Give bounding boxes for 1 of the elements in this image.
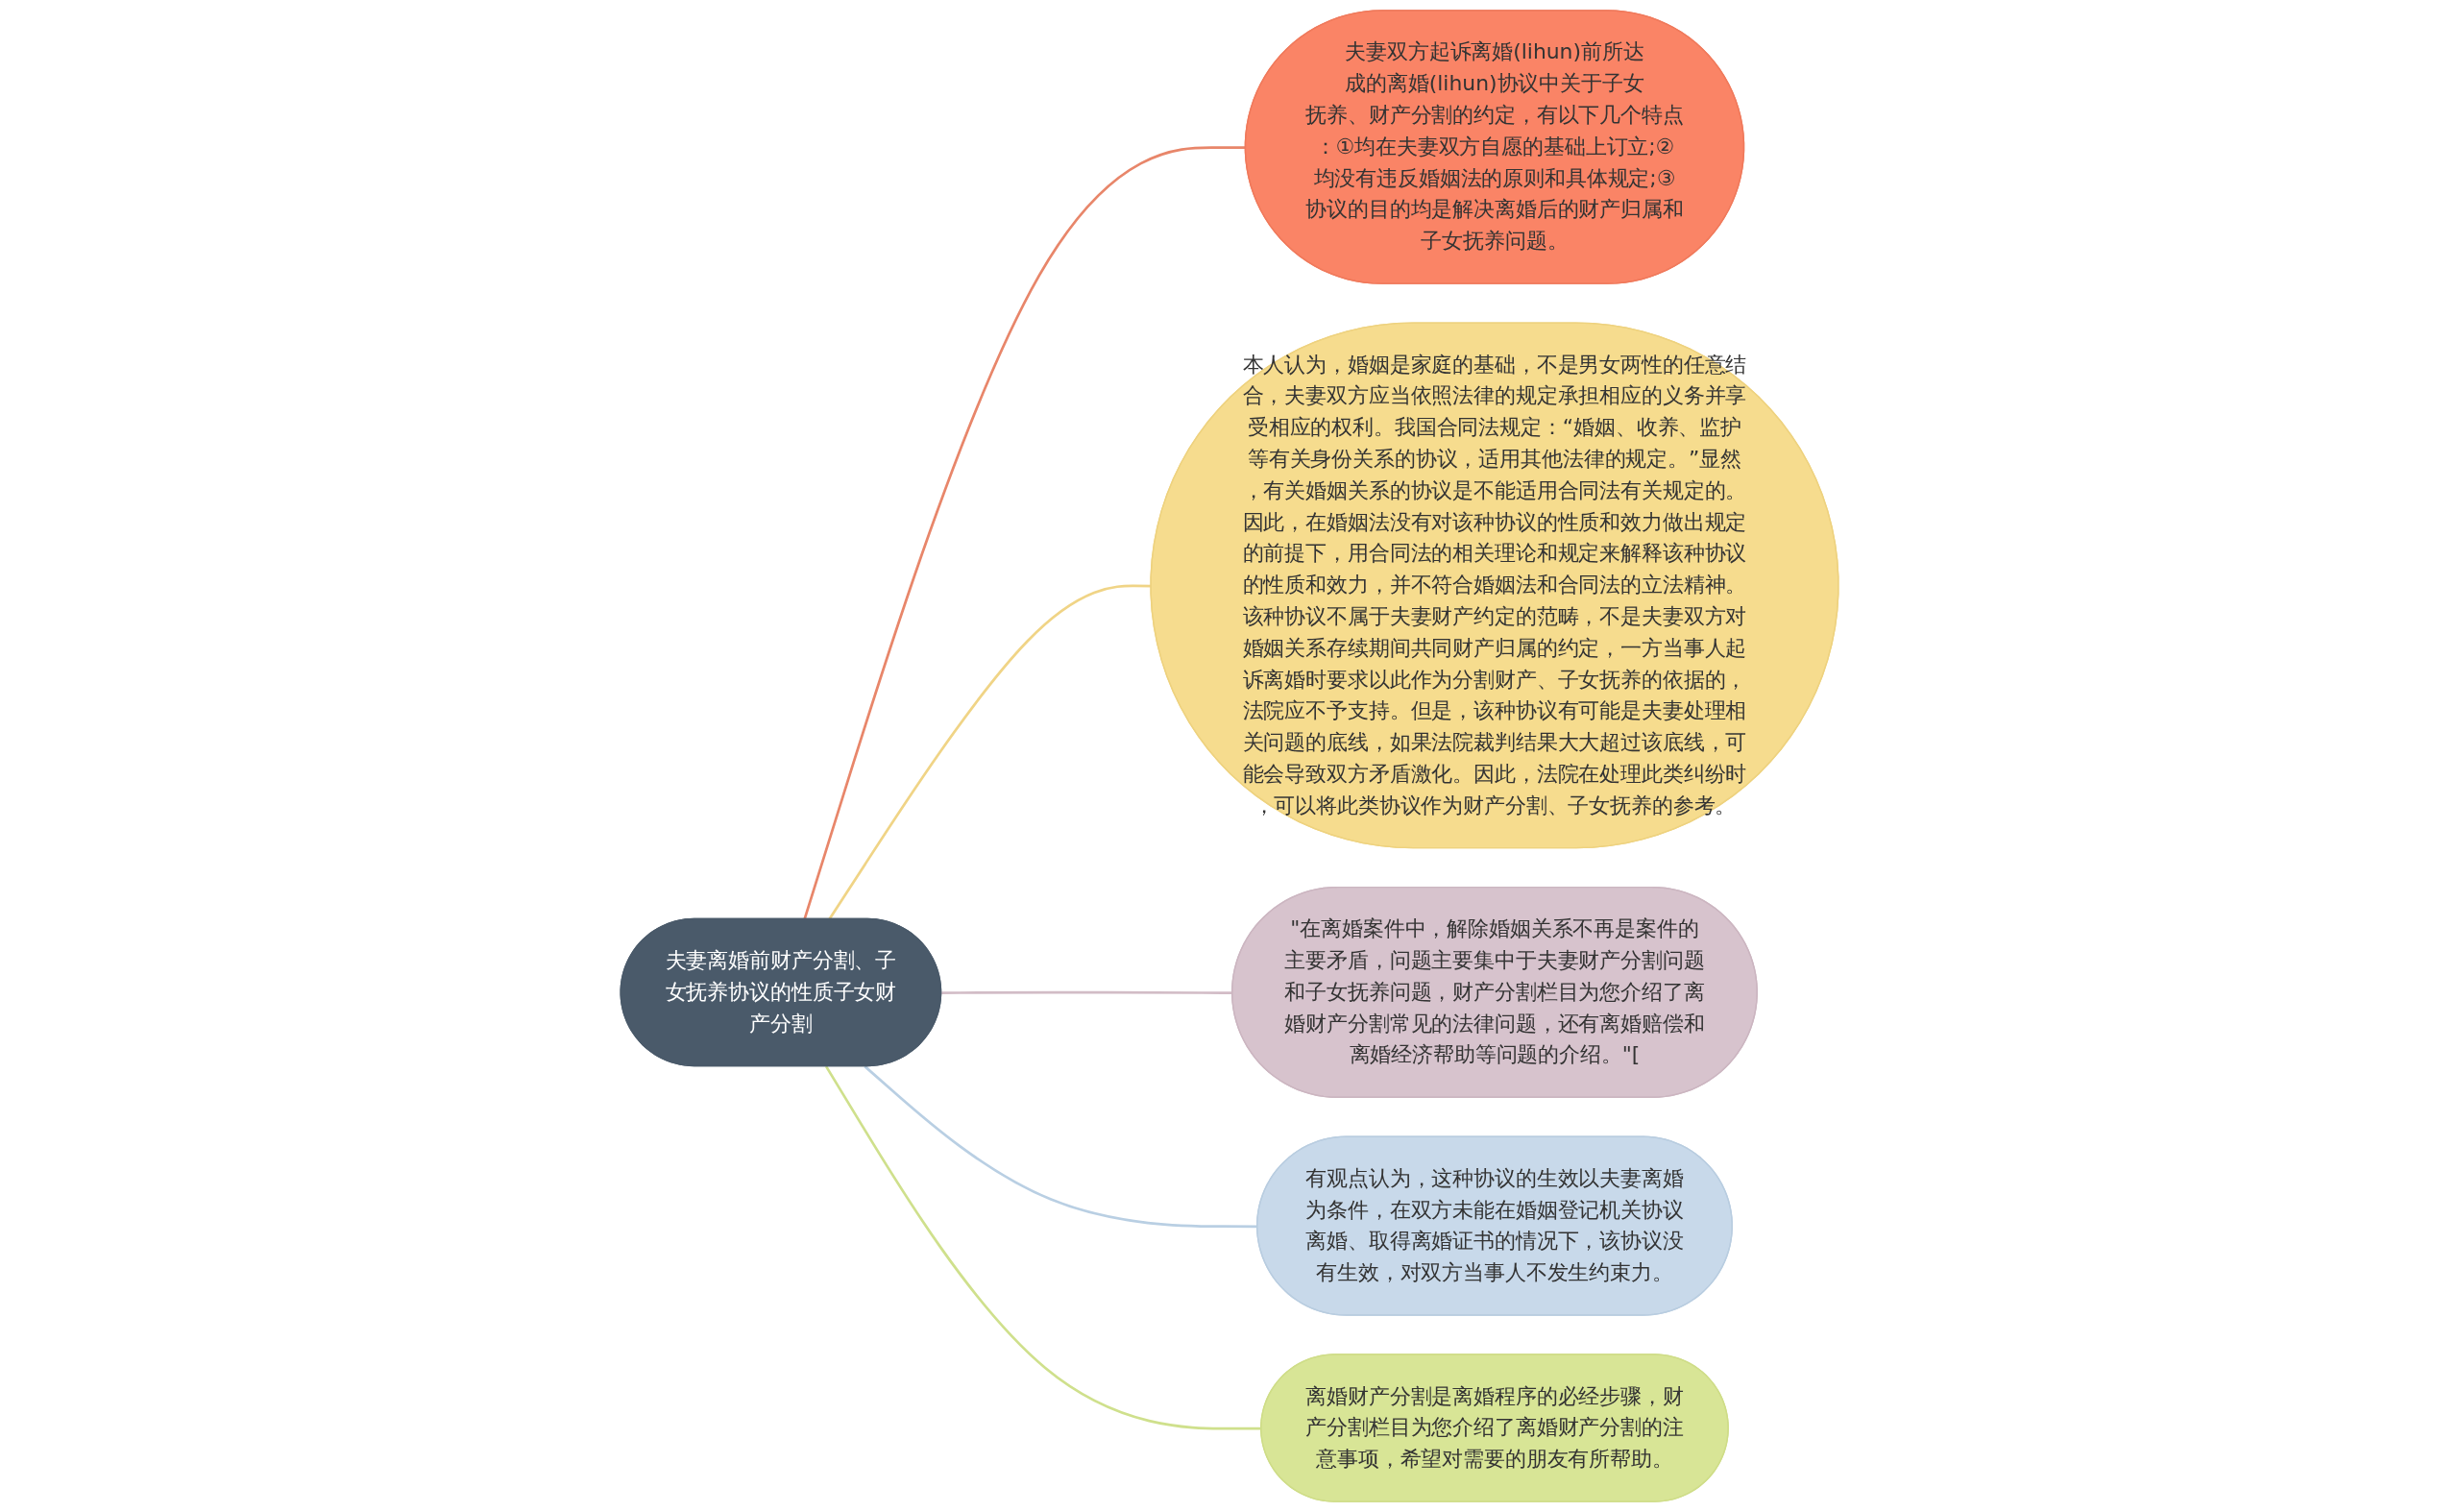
connector <box>828 584 1152 920</box>
